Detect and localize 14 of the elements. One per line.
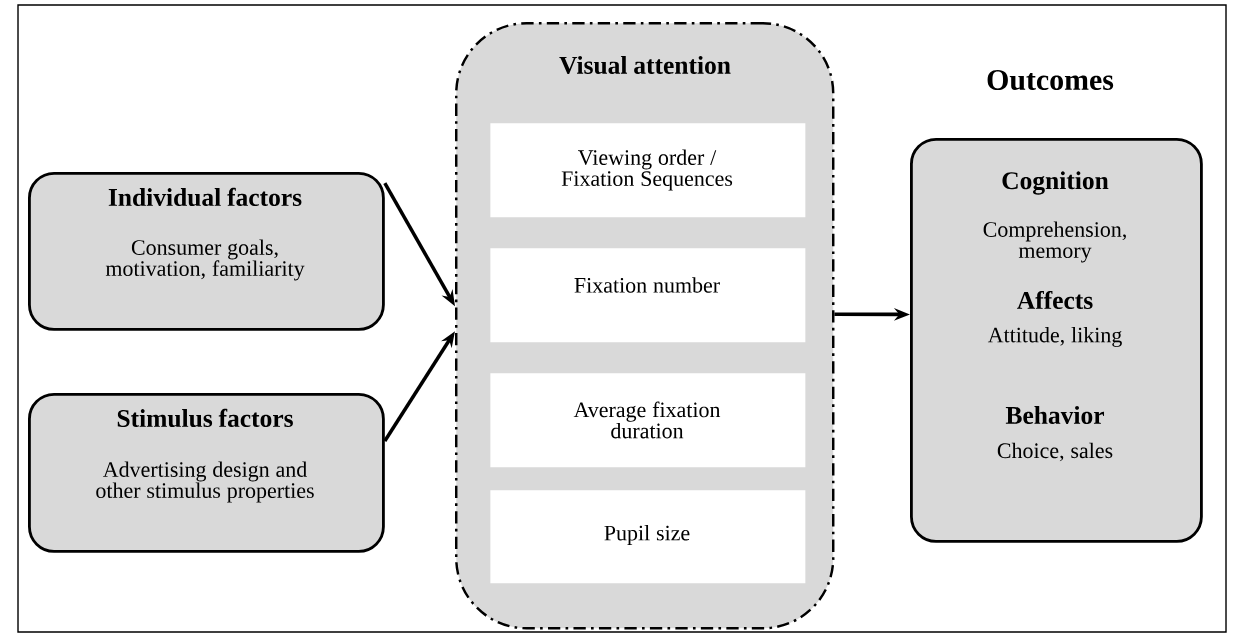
node-label: Attitude, liking: [987, 327, 1122, 347]
outcome-box: Cognition Comprehension, memory Affects Attitude, liking Behavior Choice, sales: [910, 138, 1203, 543]
measure-box: Viewing order / Fixation Sequences: [490, 123, 806, 218]
factor-box: Stimulus factors Advertising design and other stimulus properties: [28, 393, 385, 553]
node-label: Behavior: [1005, 406, 1105, 424]
factor-box: Individual factors Consumer goals, motivation, familiarity: [28, 172, 385, 331]
panel-heading: Outcomes: [987, 69, 1114, 91]
node-label: Cognition: [1002, 171, 1109, 195]
node-label: Affects: [1017, 290, 1093, 310]
measure-box: Fixation number: [490, 248, 806, 343]
measure-box: Average fixation duration: [490, 373, 806, 468]
measure-box: Pupil size: [490, 490, 806, 584]
node-label: Comprehension, memory: [983, 221, 1126, 263]
node-label: Choice, sales: [997, 442, 1113, 462]
